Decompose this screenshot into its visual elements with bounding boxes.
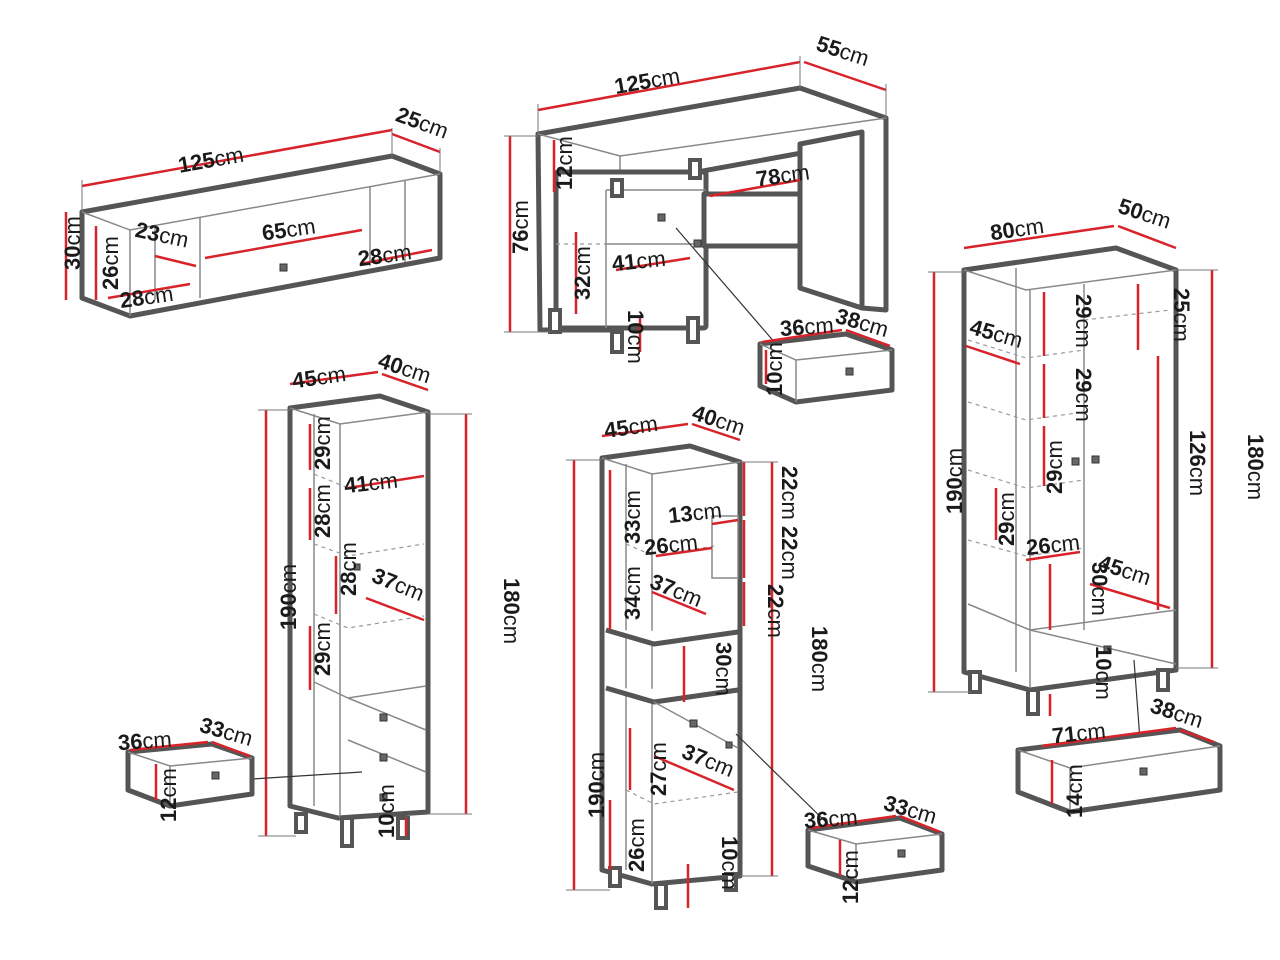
drawer-knob-icon [379, 793, 388, 802]
label-ward-height-2: 180cm [1243, 434, 1268, 500]
drawer-knob-icon [693, 239, 702, 248]
label-tall2-s-d: 22cm [763, 584, 788, 638]
drawer-knob-icon [379, 713, 388, 722]
wardrobe: 80cm 50cm 190cm 180cm 29cm 29cm 29cm 29c… [928, 193, 1268, 716]
label-desk-leg: 10cm [623, 310, 648, 364]
label-shelf-comp-a: 23cm [133, 217, 191, 253]
label-tall1-width: 45cm [291, 361, 348, 393]
label-ward-s1: 29cm [1071, 294, 1096, 348]
label-ward-comp: 26cm [1025, 530, 1081, 560]
label-ward-s2: 29cm [1071, 368, 1096, 422]
drawer-knob-icon [897, 849, 906, 858]
label-ward-s3: 29cm [1042, 440, 1067, 494]
label-ward-drawer-width: 71cm [1051, 718, 1107, 748]
label-desk-drawer-inner-width: 36cm [779, 312, 834, 341]
label-tall1-s1: 29cm [310, 416, 335, 470]
desk: 125cm 55cm 76cm 12cm 78cm 41cm 32cm 10cm [504, 31, 889, 364]
label-tall2-height: 190cm [584, 752, 609, 818]
tall-shelf-left: 45cm 40cm 190cm 180cm 29cm 28cm 28cm 29c… [258, 348, 524, 848]
tall1-drawer-detail: 36cm 33cm 12cm [117, 712, 363, 822]
label-tall1-drawer-height: 12cm [156, 768, 181, 822]
label-desk-knee: 78cm [754, 159, 811, 191]
drawer-knob-icon [725, 741, 733, 749]
drawer-knob-icon [657, 213, 666, 222]
wardrobe-drawer-detail: 71cm 38cm 14cm [1015, 659, 1223, 818]
drawer-knob-icon [689, 719, 698, 728]
label-desk-drawer-width: 41cm [611, 246, 667, 276]
label-shelf-comp-c: 28cm [356, 239, 413, 271]
label-tall2-s-top: 22cm [777, 466, 802, 520]
label-shelf-height: 30cm [60, 216, 85, 270]
label-tall1-s4: 29cm [310, 622, 335, 676]
label-tall2-height-2: 180cm [807, 626, 832, 692]
label-tall1-drawer-width: 36cm [117, 727, 172, 756]
tall-shelf-center: 45cm 40cm 190cm 180cm 22cm 33cm 13cm 22c… [566, 400, 832, 910]
label-desk-width: 125cm [612, 63, 681, 99]
drawer-knob-icon [379, 753, 388, 762]
drawer-knob-icon [1103, 645, 1112, 654]
drawer-knob-icon [353, 563, 361, 571]
label-tall2-drawer-height: 12cm [838, 850, 863, 904]
label-ward-leg: 10cm [1091, 646, 1116, 700]
drawer-knob-icon [1091, 455, 1100, 464]
label-tall2-s-a: 33cm [620, 490, 645, 544]
label-ward-lower: 30cm [1087, 562, 1112, 616]
label-tall1-height: 190cm [276, 564, 301, 630]
desk-drawer-detail: 36cm 38cm 10cm [675, 227, 895, 405]
label-desk-drawer-inner-height: 10cm [762, 342, 787, 396]
label-desk-top-gap: 12cm [552, 136, 577, 190]
label-tall2-s-e: 27cm [646, 742, 671, 796]
label-tall2-niche-width: 26cm [643, 530, 699, 560]
drawer-knob-icon [279, 263, 288, 272]
drawer-knob-icon [1071, 457, 1080, 466]
label-shelf-comp-b: 28cm [118, 281, 175, 313]
label-tall2-width: 45cm [603, 411, 660, 443]
label-tall1-s2: 28cm [310, 484, 335, 538]
label-tall2-niche: 13cm [667, 498, 723, 528]
label-tall2-open: 30cm [711, 642, 736, 696]
label-tall1-s3: 28cm [336, 542, 361, 596]
drawer-knob-icon [1139, 767, 1148, 776]
label-desk-inner-height: 32cm [570, 246, 595, 300]
label-tall2-s-b: 22cm [777, 526, 802, 580]
label-shelf-middle: 65cm [260, 213, 317, 245]
label-ward-drawer-depth: 38cm [1147, 693, 1206, 733]
label-ward-s4: 29cm [994, 492, 1019, 546]
label-tall2-leg: 10cm [717, 836, 742, 890]
tall2-drawer-detail: 36cm 33cm 12cm [735, 733, 945, 904]
label-desk-depth: 55cm [813, 31, 872, 71]
label-tall1-inner-width: 41cm [343, 468, 399, 498]
label-ward-rail: 126cm [1185, 430, 1210, 496]
label-shelf-inner-height: 26cm [98, 236, 123, 290]
label-tall2-drawer-width: 36cm [803, 805, 858, 834]
label-tall2-s-c: 34cm [620, 566, 645, 620]
label-ward-shelf-depth: 45cm [967, 314, 1026, 353]
label-tall2-depth: 40cm [689, 400, 748, 440]
label-ward-height: 190cm [942, 448, 967, 514]
drawer-knob-icon [211, 771, 220, 780]
label-shelf-width: 125cm [176, 142, 245, 178]
label-tall1-leg: 10cm [374, 784, 399, 838]
label-ward-width: 80cm [989, 213, 1046, 245]
drawer-knob-icon [845, 367, 854, 376]
label-ward-top: 25cm [1169, 288, 1194, 342]
label-tall1-height-2: 180cm [499, 578, 524, 644]
wall-shelf: 125cm 25cm 30cm 26cm 23cm 65cm 28cm 28cm [60, 102, 452, 319]
label-ward-drawer-height: 14cm [1062, 764, 1087, 818]
label-tall2-s-f: 26cm [624, 818, 649, 872]
label-desk-height: 76cm [508, 200, 533, 254]
